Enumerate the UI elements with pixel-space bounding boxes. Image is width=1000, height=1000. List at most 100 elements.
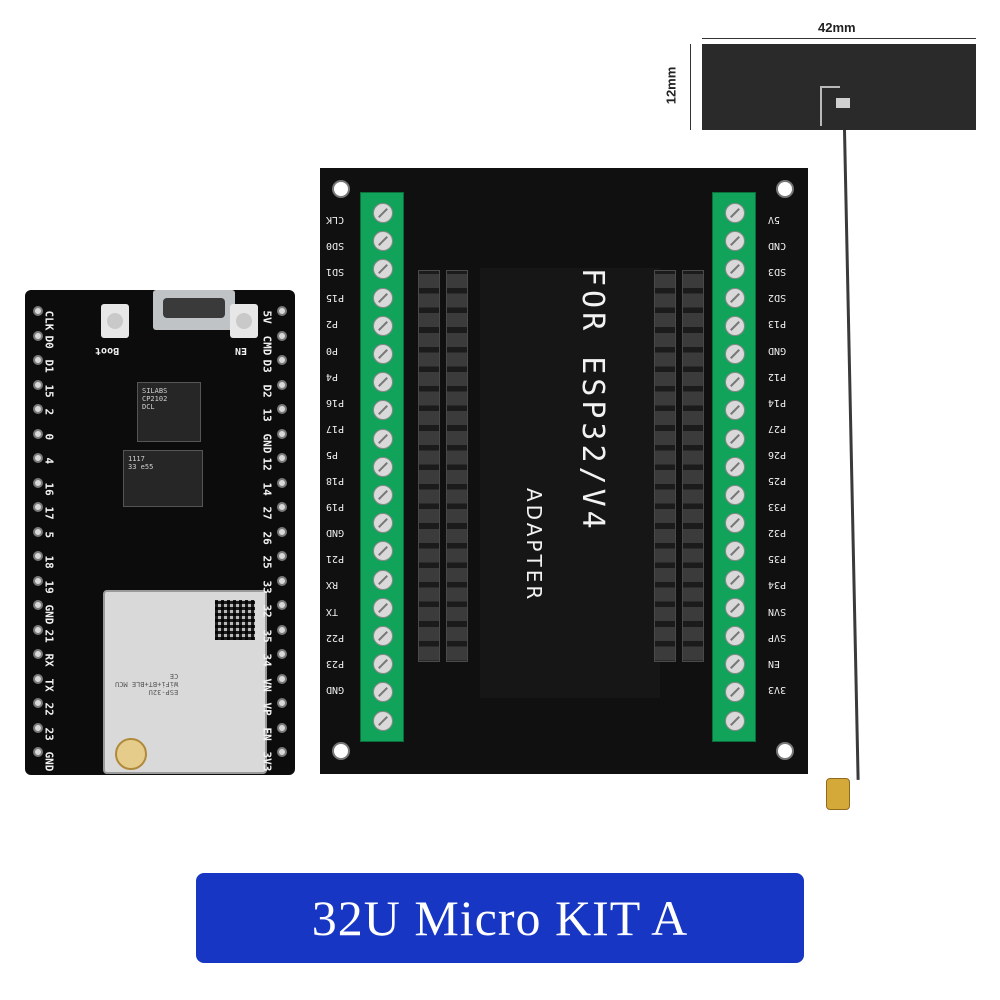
voltage-regulator: 1117 33 e55 [123, 450, 203, 507]
esp32u-dev-board: Boot EN SILABS CP2102 DCL 1117 33 e55 ES… [25, 290, 295, 775]
mounting-hole [776, 742, 794, 760]
adapter-subtitle: ADAPTER [522, 488, 546, 603]
adapter-pin-label: SD3 [768, 266, 787, 278]
terminal-screw [373, 231, 393, 252]
boot-button [101, 304, 129, 338]
terminal-screw [373, 654, 393, 675]
header-pin [277, 551, 287, 561]
terminal-screw [373, 541, 393, 562]
header-pin [277, 453, 287, 463]
pin-label: 34 [260, 653, 274, 667]
header-pin [33, 698, 43, 708]
antenna-width-label: 42mm [818, 20, 856, 35]
antenna-height-dimension-line [690, 44, 691, 130]
pin-label: 23 [42, 727, 56, 741]
product-caption-text: 32U Micro KIT A [311, 890, 689, 946]
header-pin [277, 673, 287, 684]
header-pin [33, 649, 43, 659]
pin-label: 26 [260, 531, 274, 545]
header-pin [277, 600, 287, 610]
adapter-pin-label: P35 [768, 553, 787, 565]
pin-label: VN [260, 678, 274, 692]
adapter-pin-label: TX [326, 605, 339, 617]
terminal-screw [373, 344, 393, 364]
terminal-screw [725, 287, 745, 308]
adapter-pin-label: GND [326, 527, 345, 539]
header-pin [277, 502, 287, 512]
pin-label: 33 [260, 580, 274, 594]
pin-label: 27 [260, 506, 274, 520]
terminal-screw [725, 372, 745, 393]
pin-label: 35 [260, 629, 274, 643]
pin-label: GND [260, 433, 274, 453]
header-pin [33, 330, 43, 341]
header-pin [277, 575, 287, 586]
mounting-hole [332, 180, 350, 198]
pin-label: VP [260, 702, 274, 716]
female-header-right-b [682, 270, 704, 662]
pin-label: 19 [42, 580, 56, 594]
adapter-pin-label: P22 [326, 631, 345, 643]
pin-label: 15 [42, 384, 56, 398]
terminal-screw [725, 456, 745, 477]
adapter-pin-label: RX [326, 579, 339, 591]
header-pin [33, 502, 43, 512]
adapter-pin-label: P23 [326, 657, 345, 669]
pin-label: GND [42, 604, 56, 625]
header-pin [277, 698, 287, 708]
mounting-hole [332, 742, 350, 760]
pin-label: 2 [42, 408, 56, 416]
adapter-pin-label: P21 [326, 553, 345, 565]
terminal-screw [373, 400, 393, 421]
header-pin [33, 575, 43, 586]
terminal-screw [373, 259, 393, 280]
header-pin [33, 722, 43, 733]
pin-label: 18 [42, 555, 56, 569]
pin-label: TX [42, 678, 56, 692]
adapter-pin-label: P33 [768, 501, 787, 513]
header-pin [277, 649, 287, 659]
usb-uart-chip: SILABS CP2102 DCL [137, 382, 201, 442]
terminal-screw [725, 344, 745, 364]
header-pin [33, 600, 43, 610]
header-pin [277, 330, 287, 341]
adapter-pin-label: P16 [326, 396, 345, 408]
adapter-pin-label: GND [326, 683, 345, 695]
header-pin [33, 379, 43, 390]
adapter-pin-label: P25 [768, 475, 787, 486]
pin-label: D3 [260, 359, 274, 373]
adapter-pin-label: SD1 [326, 266, 345, 278]
pin-label: 22 [42, 702, 56, 716]
header-pin [33, 453, 43, 463]
antenna-height-label: 12mm [663, 66, 679, 105]
adapter-title: FOR ESP32/V4 [575, 268, 610, 533]
adapter-pin-label: 5V [768, 214, 781, 225]
en-button [230, 304, 258, 338]
boot-label: Boot [95, 345, 120, 356]
adapter-pin-label: P4 [326, 370, 339, 382]
header-pin [33, 355, 43, 365]
pin-label: 21 [42, 629, 56, 643]
pin-label: D2 [260, 384, 274, 398]
header-pin [33, 477, 43, 488]
right-terminal-block [712, 192, 756, 742]
terminal-screw [373, 203, 393, 223]
adapter-pin-label: SVP [768, 631, 787, 643]
terminal-screw [373, 626, 393, 646]
pin-label: 16 [42, 482, 56, 496]
terminal-screw [373, 428, 393, 449]
adapter-pin-label: P14 [768, 396, 787, 408]
header-pin [277, 355, 287, 365]
header-pin [277, 624, 287, 635]
terminal-screw [373, 372, 393, 393]
terminal-screw [725, 626, 745, 646]
pin-label: 5 [42, 531, 56, 538]
terminal-screw [725, 259, 745, 280]
antenna-cable [843, 129, 860, 780]
terminal-screw [373, 569, 393, 590]
adapter-pin-label: P26 [768, 448, 787, 460]
terminal-screw [373, 682, 393, 703]
terminal-screw [725, 231, 745, 252]
header-pin [277, 526, 287, 537]
